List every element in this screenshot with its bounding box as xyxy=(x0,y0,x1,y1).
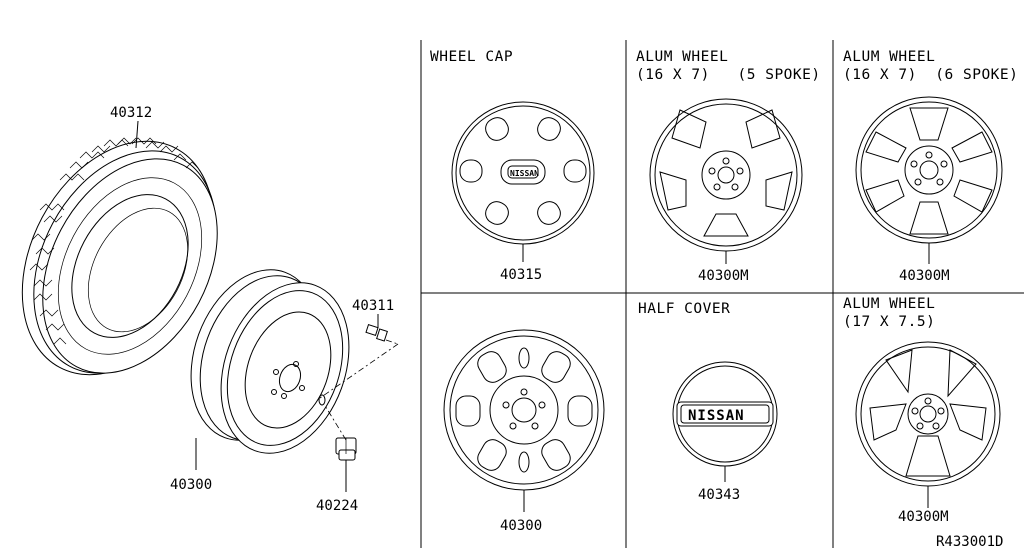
wheel-cap: NISSAN xyxy=(451,101,595,245)
part-number-wheel-cap: 40315 xyxy=(500,267,542,283)
part-number-alum-wheel-6: 40300M xyxy=(899,268,950,284)
cap-slots xyxy=(459,117,587,225)
header-alum-wheel-5-title: ALUM WHEEL xyxy=(636,49,728,65)
valve xyxy=(319,324,399,399)
panel-grid xyxy=(420,40,1024,548)
alum-wheel-17 xyxy=(855,341,1001,487)
part-number-alum-wheel-5: 40300M xyxy=(698,268,749,284)
part-number-tire: 40312 xyxy=(110,105,152,121)
diagram-code: R433001D xyxy=(936,534,1003,550)
lug-nut xyxy=(323,403,357,461)
part-number-valve: 40311 xyxy=(352,298,394,314)
steel-wheel-styled xyxy=(443,329,605,491)
cap-emblem-text: NISSAN xyxy=(510,169,539,178)
part-number-half-cover: 40343 xyxy=(698,487,740,503)
header-half-cover: HALF COVER xyxy=(638,301,730,317)
half-cover: NISSAN xyxy=(672,361,778,467)
part-number-steel-wheel-styled: 40300 xyxy=(500,518,542,534)
steel-wheel xyxy=(190,269,350,454)
part-number-alum-wheel-17: 40300M xyxy=(898,509,949,525)
header-alum-wheel-6-title: ALUM WHEEL xyxy=(843,49,935,65)
alum-wheel-5-spoke xyxy=(649,98,803,252)
header-alum-wheel-5-size: (16 X 7) (5 SPOKE) xyxy=(636,67,821,83)
part-number-nut: 40224 xyxy=(316,498,358,514)
header-alum-wheel-6-size: (16 X 7) (6 SPOKE) xyxy=(843,67,1018,83)
header-alum-wheel-17-title: ALUM WHEEL xyxy=(843,296,935,312)
tire xyxy=(21,137,218,376)
half-cover-emblem-text: NISSAN xyxy=(688,408,745,424)
header-alum-wheel-17-size: (17 X 7.5) xyxy=(843,314,935,330)
alum-wheel-6-spoke xyxy=(855,96,1003,244)
header-wheel-cap: WHEEL CAP xyxy=(430,49,513,65)
part-number-steel-wheel: 40300 xyxy=(170,477,212,493)
